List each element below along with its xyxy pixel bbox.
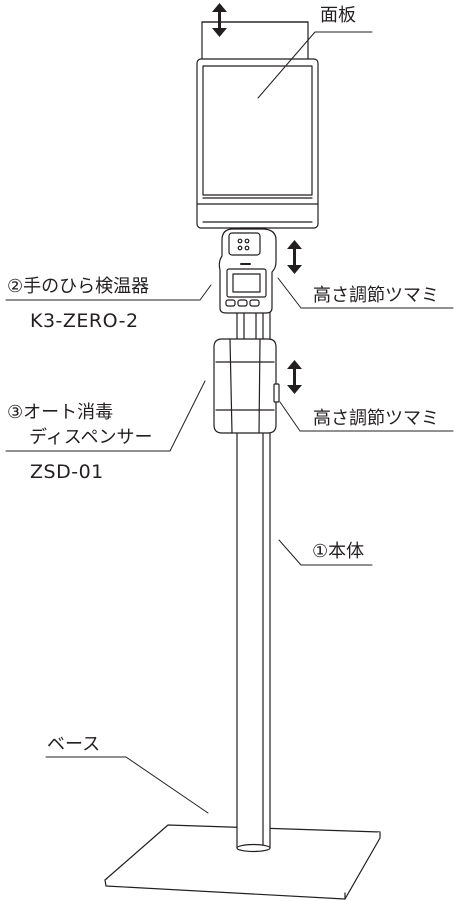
label-dispenser-line2: ディスペンサー [29,427,153,448]
label-height-knob-upper: 高さ調節ツマミ [313,285,439,306]
label-main-body: ①本体 [312,541,365,562]
adjust-arrow-panel [212,3,227,37]
label-palm-thermometer: ②手のひら検温器 [7,276,150,297]
base-plate [104,824,381,900]
label-panel: 面板 [320,5,356,26]
label-palm-thermometer-model: K3-ZERO-2 [30,310,139,332]
palm-thermometer-device [218,228,277,314]
panel-board [196,21,319,237]
adjust-arrow-thermometer [287,240,302,274]
label-dispenser-model: ZSD-01 [30,461,104,483]
label-base: ベース [47,734,101,755]
leader-lines [5,31,454,814]
adjust-arrow-dispenser [287,360,302,394]
label-height-knob-lower: 高さ調節ツマミ [313,408,439,429]
label-dispenser-line1: ③オート消毒 [7,402,114,423]
dispenser-device [213,338,280,434]
